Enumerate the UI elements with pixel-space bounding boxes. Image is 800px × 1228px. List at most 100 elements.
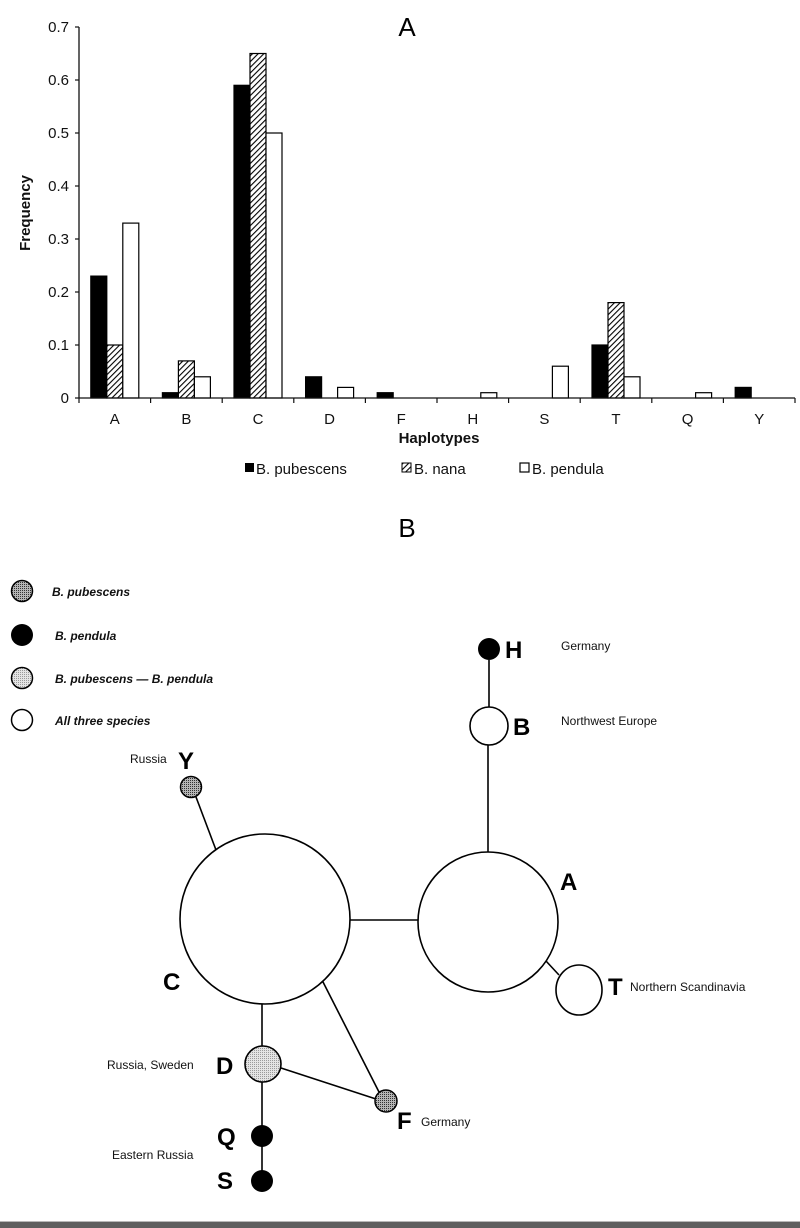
node-d bbox=[244, 1045, 282, 1083]
node-label-f: F bbox=[397, 1108, 412, 1135]
x-tick-label: A bbox=[110, 411, 120, 428]
bar-B-hatched bbox=[177, 360, 195, 399]
node-a bbox=[417, 851, 559, 993]
node-label-d: D bbox=[216, 1053, 233, 1080]
network-legend: B. pubescens B. pendula B. pubescens — B… bbox=[10, 579, 213, 732]
node-label-t: T bbox=[608, 974, 623, 1001]
node-label-q: Q bbox=[217, 1124, 236, 1151]
node-label-c: C bbox=[163, 969, 180, 996]
y-tick-label: 0.5 bbox=[48, 125, 69, 142]
legend-item-pubescens: B. pubescens bbox=[245, 461, 347, 478]
node-t bbox=[555, 964, 603, 1016]
edge-c-y bbox=[195, 796, 217, 851]
legend-item-pendula: B. pendula bbox=[519, 461, 604, 478]
region-label-y: Russia bbox=[130, 752, 167, 766]
network-legend-label: B. pubescens — B. pendula bbox=[55, 672, 213, 686]
haplotype-network: B B. pubescens B. pendula B. pubescens —… bbox=[10, 513, 746, 1195]
network-legend-item: B. pendula bbox=[11, 624, 117, 646]
y-tick-label: 0.3 bbox=[48, 231, 69, 248]
bar-F-solid bbox=[376, 392, 394, 399]
bar-A-solid bbox=[90, 275, 108, 399]
chart-legend: B. pubescens B. nana B. pendula bbox=[245, 461, 604, 478]
x-tick-label: H bbox=[467, 411, 478, 428]
bar-C-hatched bbox=[249, 52, 267, 399]
node-label-b: B bbox=[513, 714, 530, 741]
legend-item-nana: B. nana bbox=[401, 461, 466, 478]
region-label-f: Germany bbox=[421, 1115, 470, 1129]
legend-swatch-hatched bbox=[401, 462, 412, 473]
bar-D-solid bbox=[305, 376, 323, 399]
node-y bbox=[179, 775, 203, 799]
legend-label: B. pendula bbox=[532, 461, 604, 478]
network-legend-item: B. pubescens — B. pendula bbox=[10, 666, 213, 690]
x-tick-label: F bbox=[397, 411, 406, 428]
region-label-qs: Eastern Russia bbox=[112, 1148, 194, 1162]
region-labels: Germany Northwest Europe Northern Scandi… bbox=[107, 639, 746, 1162]
legend-swatch-solid bbox=[245, 463, 254, 472]
region-label-d: Russia, Sweden bbox=[107, 1058, 194, 1072]
x-tick-label: C bbox=[253, 411, 264, 428]
node-label-s: S bbox=[217, 1168, 233, 1195]
network-legend-label: All three species bbox=[54, 714, 151, 728]
node-q bbox=[251, 1125, 273, 1147]
network-legend-label: B. pendula bbox=[55, 629, 117, 643]
region-label-t: Northern Scandinavia bbox=[630, 980, 746, 994]
network-legend-item: All three species bbox=[10, 708, 151, 732]
legend-swatch-open bbox=[519, 462, 530, 473]
panel-label-a: A bbox=[398, 12, 416, 42]
y-axis-ticks: 0 0.1 0.2 0.3 0.4 0.5 0.6 0.7 bbox=[48, 19, 79, 407]
x-tick-label: Q bbox=[682, 411, 694, 428]
network-legend-label: B. pubescens bbox=[52, 585, 130, 599]
y-tick-label: 0.4 bbox=[48, 178, 69, 195]
bar-T-hatched bbox=[607, 302, 625, 399]
bars bbox=[90, 52, 752, 399]
network-edges bbox=[195, 660, 560, 1171]
x-tick-label: S bbox=[539, 411, 549, 428]
node-f bbox=[374, 1089, 398, 1113]
bar-Q-open bbox=[694, 392, 713, 399]
node-label-y: Y bbox=[178, 748, 194, 775]
edge-a-t bbox=[545, 960, 560, 976]
y-tick-label: 0.1 bbox=[48, 337, 69, 354]
legend-label: B. pubescens bbox=[256, 461, 347, 478]
node-b bbox=[469, 706, 509, 746]
bar-C-open bbox=[265, 132, 283, 399]
x-tick-label: Y bbox=[754, 411, 764, 428]
y-axis-title: Frequency bbox=[17, 174, 34, 251]
legend-label: B. nana bbox=[414, 461, 466, 478]
bar-H-open bbox=[480, 392, 498, 399]
legend-black-circle-icon bbox=[11, 624, 33, 646]
node-c bbox=[179, 833, 351, 1005]
y-tick-label: 0.2 bbox=[48, 284, 69, 301]
bar-Y-solid bbox=[734, 386, 752, 399]
panel-label-b: B bbox=[398, 513, 415, 543]
x-tick-label: T bbox=[611, 411, 620, 428]
y-tick-label: 0 bbox=[61, 390, 69, 407]
node-s bbox=[251, 1170, 273, 1192]
bar-S-open bbox=[551, 365, 570, 399]
bar-D-open bbox=[337, 386, 355, 399]
bottom-strip bbox=[0, 1221, 800, 1228]
x-axis-title: Haplotypes bbox=[399, 430, 480, 447]
bar-T-solid bbox=[591, 344, 609, 399]
node-h bbox=[478, 638, 500, 660]
node-labels: H B A T C Y D F Q S bbox=[163, 637, 623, 1195]
legend-dotted-dark-circle-icon bbox=[10, 579, 34, 603]
bar-C-solid bbox=[233, 84, 251, 399]
y-tick-label: 0.6 bbox=[48, 72, 69, 89]
legend-open-circle-icon bbox=[10, 708, 34, 732]
network-nodes bbox=[179, 638, 603, 1192]
region-label-b: Northwest Europe bbox=[561, 714, 657, 728]
bar-T-open bbox=[623, 376, 641, 399]
bar-A-hatched bbox=[106, 344, 124, 399]
region-label-h: Germany bbox=[561, 639, 610, 653]
edge-c-f bbox=[321, 979, 380, 1093]
legend-dotted-light-circle-icon bbox=[10, 666, 34, 690]
x-tick-label: D bbox=[324, 411, 335, 428]
node-label-a: A bbox=[560, 869, 577, 896]
edge-d-f bbox=[280, 1067, 377, 1100]
y-tick-label: 0.7 bbox=[48, 19, 69, 36]
